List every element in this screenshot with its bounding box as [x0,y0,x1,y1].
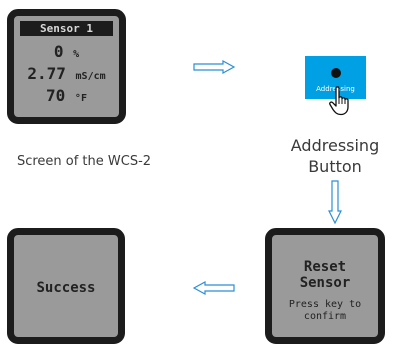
reset-line-3: Press key to [288,299,362,310]
hand-pointer-icon [329,86,349,116]
addressing-button-caption: Addressing Button [282,135,388,177]
temperature-unit: °F [74,93,87,104]
moisture-unit: % [73,49,80,60]
ec-unit: mS/cm [75,71,106,82]
arrow-right-icon [193,60,235,74]
success-text: Success [36,280,96,296]
reset-line-2: Sensor [299,275,351,291]
reading-moisture: 0 % [14,42,119,61]
arrow-down-icon [328,180,342,224]
reading-temperature: 70 °F [14,86,119,105]
moisture-value: 0 [53,42,64,61]
reset-line-1: Reset [303,259,347,275]
caption-line-1: Addressing [290,136,380,155]
reset-line-4: confirm [303,311,347,322]
wcs-screen: Sensor 1 0 % 2.77 mS/cm 70 °F [7,9,126,124]
success-screen: Success [7,228,125,344]
button-indicator-dot [331,68,341,78]
temperature-value: 70 [46,86,66,105]
reading-ec: 2.77 mS/cm [14,64,119,83]
arrow-left-icon [193,281,235,295]
ec-value: 2.77 [27,64,66,83]
reset-screen: Reset Sensor Press key to confirm [265,228,385,344]
sensor-title: Sensor 1 [20,21,113,36]
wcs-screen-caption: Screen of the WCS-2 [16,154,152,169]
caption-line-2: Button [308,157,362,176]
